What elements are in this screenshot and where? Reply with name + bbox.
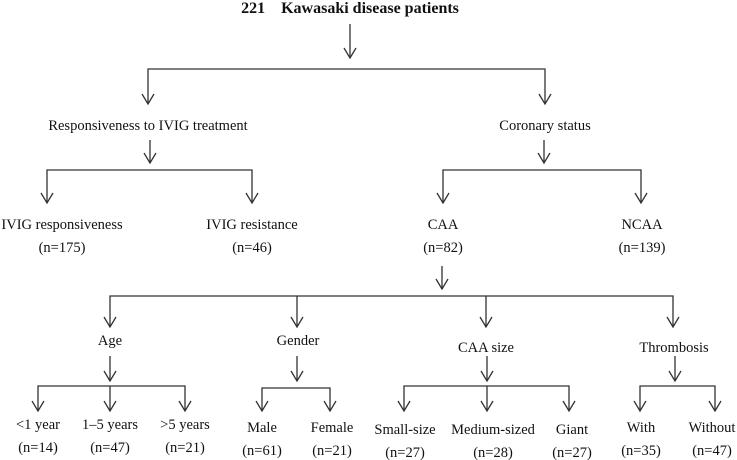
- root-arrowhead: [343, 47, 357, 60]
- size-giant-n: (n=27): [552, 445, 592, 460]
- thrombosis-bracket: [639, 385, 716, 411]
- thrombosis-group-label: Thrombosis: [639, 340, 709, 356]
- ncaa-arrowhead: [634, 192, 648, 205]
- ivig-branch-arrowhead: [141, 93, 155, 106]
- age-group-label: Age: [97, 333, 123, 349]
- gender-arrowhead: [290, 370, 304, 383]
- size-arrowhead: [480, 370, 494, 383]
- age-under1-n: (n=14): [18, 440, 58, 456]
- ncaa-label: NCAA: [621, 217, 663, 233]
- age-over5-n: (n=21): [165, 440, 205, 456]
- ivig-node-label: Responsiveness to IVIG treatment: [48, 118, 248, 134]
- size-medium-n: (n=28): [473, 445, 513, 460]
- thrombosis-with-label: With: [626, 420, 656, 436]
- size-small-arrowhead: [397, 400, 411, 413]
- thrombosis-with-arrowhead: [633, 400, 647, 413]
- caa-label: CAA: [427, 217, 459, 233]
- gender-female-n: (n=21): [312, 443, 352, 459]
- coronary-node-label: Coronary status: [499, 118, 591, 134]
- ivig-arrowhead: [143, 152, 157, 165]
- gender-female-label: Female: [310, 420, 354, 436]
- ivig-resistant-arrowhead: [245, 192, 259, 205]
- age-1to5-n: (n=47): [90, 440, 130, 456]
- ivig-resistant-n: (n=46): [232, 240, 272, 256]
- diagram-title: 221 Kawasaki disease patients: [241, 0, 459, 18]
- level1-bracket: [147, 68, 546, 104]
- caa-n: (n=82): [423, 240, 463, 256]
- size-group-label: CAA size: [458, 340, 514, 356]
- gender-male-n: (n=61): [242, 443, 282, 459]
- gender-male-label: Male: [247, 420, 277, 436]
- age-item1-arrowhead: [31, 400, 45, 413]
- age-arrowhead: [103, 370, 117, 383]
- gender-female-arrowhead: [323, 400, 337, 413]
- age-1to5-label: 1–5 years: [82, 417, 138, 433]
- title-label: Kawasaki disease patients: [281, 0, 459, 17]
- age-group-arrowhead: [103, 316, 117, 329]
- size-giant-arrowhead: [562, 400, 576, 413]
- age-item2-arrowhead: [103, 400, 117, 413]
- size-medium-label: Medium-sized: [451, 422, 535, 438]
- age-over5-label: >5 years: [160, 417, 210, 433]
- thrombosis-without-n: (n=47): [692, 443, 732, 459]
- coronary-bracket: [442, 169, 642, 203]
- thrombosis-with-n: (n=35): [621, 443, 661, 459]
- thrombosis-group-arrowhead: [666, 316, 680, 329]
- gender-group-label: Gender: [276, 333, 320, 349]
- caa-groups-bracket: [109, 295, 674, 327]
- size-giant-label: Giant: [555, 422, 589, 438]
- coronary-branch-arrowhead: [538, 93, 552, 106]
- gender-male-arrowhead: [255, 400, 269, 413]
- ivig-resistant-label: IVIG resistance: [206, 217, 298, 233]
- thrombosis-without-label: Without: [688, 420, 736, 436]
- age-item3-arrowhead: [178, 400, 192, 413]
- thrombosis-arrowhead: [668, 370, 682, 383]
- ivig-responsive-n: (n=175): [38, 240, 86, 256]
- size-group-arrowhead: [479, 316, 493, 329]
- ncaa-n: (n=139): [618, 240, 666, 256]
- age-bracket: [37, 385, 186, 411]
- size-medium-arrowhead: [480, 400, 494, 413]
- ivig-bracket: [46, 169, 253, 203]
- ivig-responsive-arrowhead: [40, 192, 54, 205]
- caa-down-arrowhead: [435, 278, 449, 291]
- size-small-n: (n=27): [385, 445, 425, 460]
- ivig-responsive-label: IVIG responsiveness: [1, 217, 123, 233]
- thrombosis-without-arrowhead: [708, 400, 722, 413]
- caa-arrowhead: [436, 192, 450, 205]
- age-under1-label: <1 year: [15, 417, 61, 433]
- gender-bracket: [261, 387, 331, 411]
- gender-group-arrowhead: [290, 316, 304, 329]
- title-count: 221: [241, 0, 266, 17]
- size-small-label: Small-size: [374, 422, 436, 438]
- coronary-arrowhead: [537, 152, 551, 165]
